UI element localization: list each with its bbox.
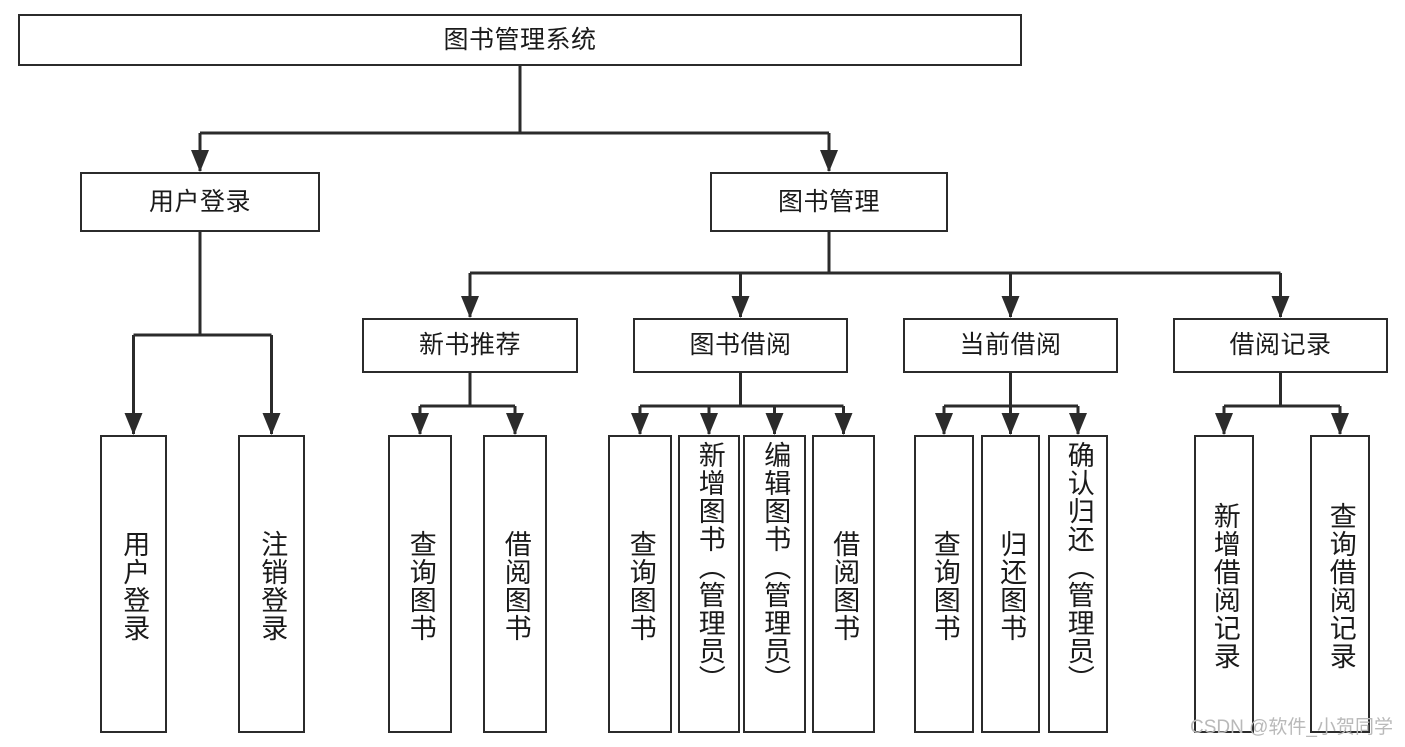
node-leaf-query-book-2[interactable]: 查询图书 bbox=[608, 435, 672, 733]
node-label-leaf-add-record: 新增借阅记录 bbox=[1209, 502, 1240, 670]
node-label-root: 图书管理系统 bbox=[443, 25, 597, 54]
node-label-current-borrow: 当前借阅 bbox=[959, 331, 1062, 360]
node-book-manage[interactable]: 图书管理 bbox=[710, 172, 948, 232]
node-leaf-edit-book[interactable]: 编辑图书（管理员） bbox=[743, 435, 806, 733]
node-label-leaf-query-record: 查询借阅记录 bbox=[1325, 502, 1356, 670]
node-user-login[interactable]: 用户登录 bbox=[80, 172, 320, 232]
node-label-book-manage: 图书管理 bbox=[777, 187, 880, 216]
node-label-leaf-add-book: 新增图书（管理员） bbox=[694, 441, 725, 693]
node-label-leaf-query-book-2: 查询图书 bbox=[625, 530, 656, 642]
node-label-leaf-user-logout: 注销登录 bbox=[257, 530, 288, 642]
node-label-leaf-borrow-book-2: 借阅图书 bbox=[829, 530, 860, 642]
node-label-borrow-record: 借阅记录 bbox=[1229, 331, 1332, 360]
node-leaf-borrow-book-2[interactable]: 借阅图书 bbox=[812, 435, 875, 733]
node-label-leaf-confirm-return: 确认归还（管理员） bbox=[1063, 441, 1094, 693]
node-current-borrow[interactable]: 当前借阅 bbox=[903, 318, 1118, 373]
node-new-book-rec[interactable]: 新书推荐 bbox=[362, 318, 578, 373]
node-book-borrow[interactable]: 图书借阅 bbox=[633, 318, 848, 373]
watermark-text: CSDN @软件_小贺同学 bbox=[1190, 717, 1393, 738]
node-label-leaf-user-login: 用户登录 bbox=[119, 530, 150, 642]
node-label-leaf-return-book: 归还图书 bbox=[996, 530, 1027, 642]
node-label-leaf-borrow-book-1: 借阅图书 bbox=[500, 530, 531, 642]
node-leaf-user-login[interactable]: 用户登录 bbox=[100, 435, 167, 733]
node-leaf-confirm-return[interactable]: 确认归还（管理员） bbox=[1048, 435, 1108, 733]
node-leaf-add-record[interactable]: 新增借阅记录 bbox=[1194, 435, 1254, 733]
node-leaf-borrow-book-1[interactable]: 借阅图书 bbox=[483, 435, 547, 733]
node-label-new-book-rec: 新书推荐 bbox=[418, 331, 521, 360]
node-label-book-borrow: 图书借阅 bbox=[689, 331, 792, 360]
node-label-user-login: 用户登录 bbox=[148, 187, 251, 216]
node-label-leaf-query-book-3: 查询图书 bbox=[929, 530, 960, 642]
node-leaf-query-book-1[interactable]: 查询图书 bbox=[388, 435, 452, 733]
node-label-leaf-edit-book: 编辑图书（管理员） bbox=[760, 441, 791, 693]
node-root[interactable]: 图书管理系统 bbox=[18, 14, 1022, 66]
node-leaf-add-book[interactable]: 新增图书（管理员） bbox=[678, 435, 740, 733]
node-label-leaf-query-book-1: 查询图书 bbox=[405, 530, 436, 642]
node-borrow-record[interactable]: 借阅记录 bbox=[1173, 318, 1388, 373]
node-leaf-query-record[interactable]: 查询借阅记录 bbox=[1310, 435, 1370, 733]
node-leaf-return-book[interactable]: 归还图书 bbox=[981, 435, 1040, 733]
node-leaf-user-logout[interactable]: 注销登录 bbox=[238, 435, 305, 733]
node-leaf-query-book-3[interactable]: 查询图书 bbox=[914, 435, 974, 733]
